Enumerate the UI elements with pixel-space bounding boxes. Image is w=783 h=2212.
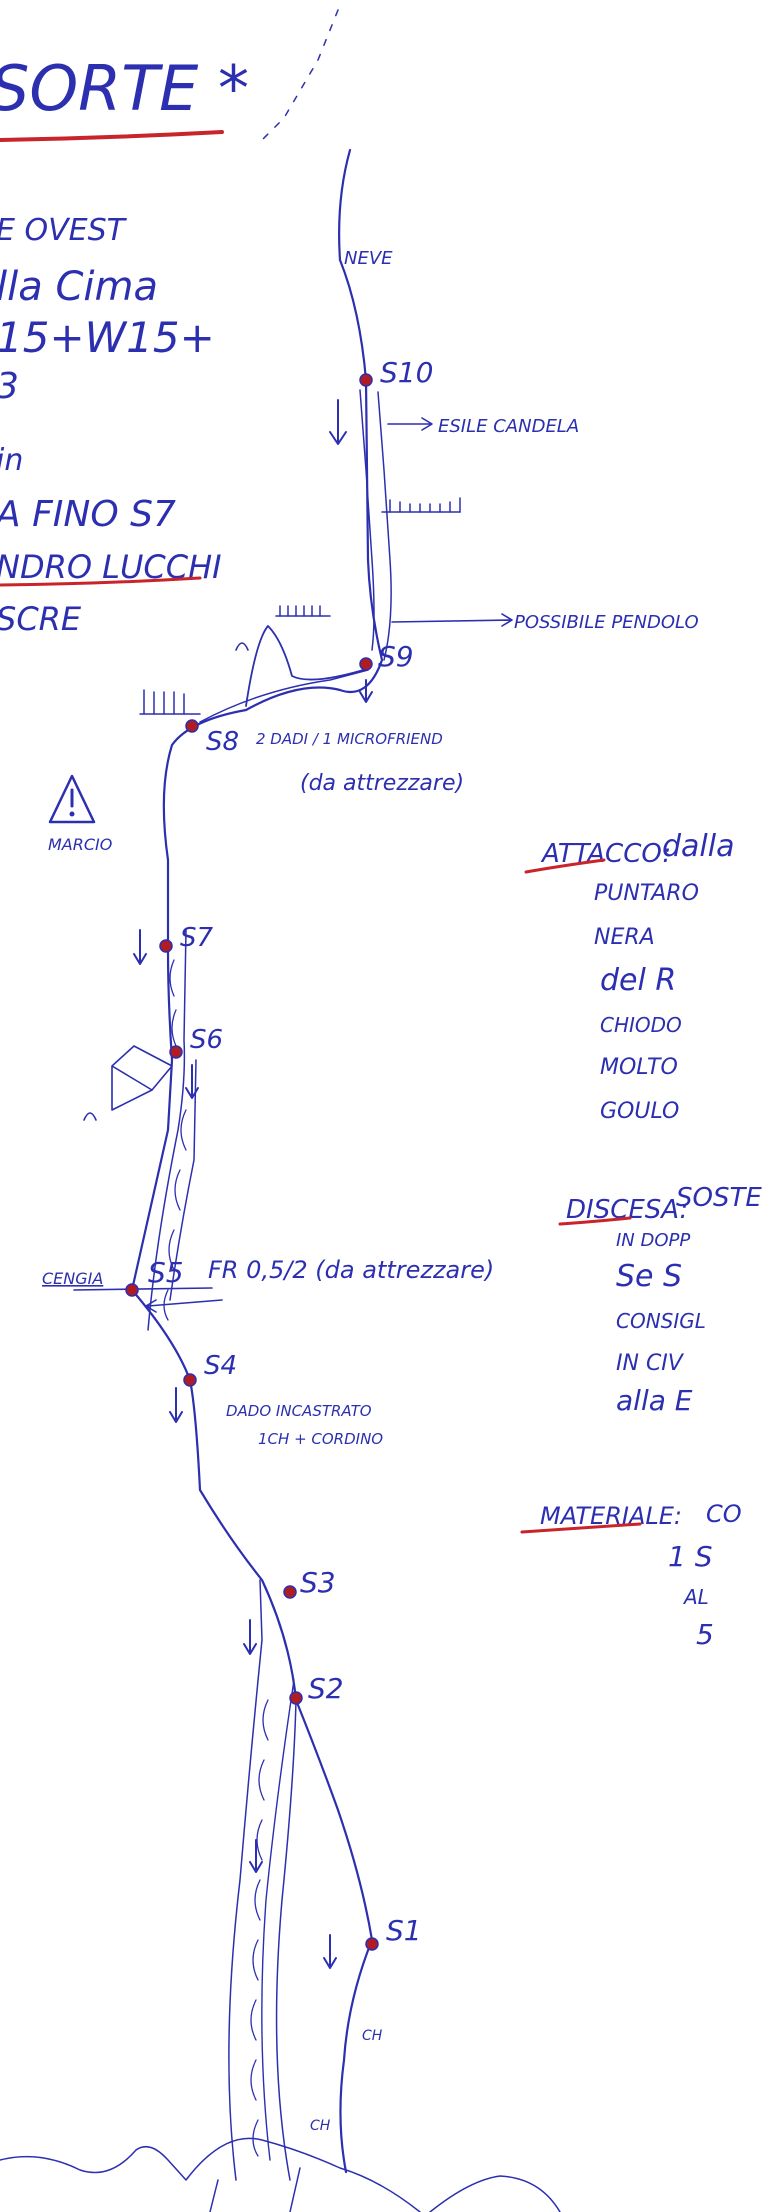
belay-s6-label: S6 — [190, 1025, 223, 1055]
piton-label-lower: CH — [310, 2118, 331, 2134]
attacco-line-7: GOULO — [600, 1099, 679, 1124]
belay-s3: S3 — [283, 1566, 336, 1599]
header-note-7: NDRO LUCCHI — [0, 548, 222, 586]
belay-s1: S1 — [365, 1914, 422, 1951]
belay-s5-note: FR 0,5/2 (da attrezzare) — [208, 1256, 494, 1284]
belay-s4-label: S4 — [204, 1351, 237, 1381]
header-note-3: 15+W15+ — [0, 313, 215, 362]
materiale-line-1: CO — [706, 1500, 742, 1528]
attacco-heading: ATTACCO: — [540, 839, 671, 869]
belay-s8: S8 2 DADI / 1 MICROFRIEND (da attrezzare… — [185, 719, 464, 796]
materiale-line-4: 5 — [696, 1618, 714, 1651]
belay-s10: S10 — [359, 356, 433, 389]
belay-s3-label: S3 — [300, 1566, 336, 1599]
header-underline — [0, 576, 202, 587]
belay-s10-label: S10 — [380, 356, 433, 389]
gully-line-right — [275, 1699, 297, 2181]
chimney-left — [359, 389, 375, 651]
discesa-line-5: IN CIV — [616, 1351, 685, 1376]
ledge-label: CENGIA — [42, 1269, 103, 1288]
attacco-line-1: dalla — [662, 829, 734, 864]
belay-s1-label: S1 — [386, 1914, 422, 1947]
discesa-line-3: Se S — [616, 1259, 682, 1294]
materiale-line-2: 1 S — [668, 1540, 713, 1573]
belay-s9: S9 — [359, 640, 414, 673]
rappel-arrow-icon — [133, 399, 373, 1969]
header-note-2: lla Cima — [0, 264, 158, 310]
discesa-line-6: alla E — [616, 1384, 693, 1417]
header-note-4: 3 — [0, 366, 19, 407]
header-note-5: in — [0, 443, 23, 478]
chimney-right — [377, 391, 392, 661]
discesa-line-4: CONSIGL — [616, 1309, 706, 1333]
belay-s8-label: S8 — [206, 727, 239, 757]
gully-line-mid — [261, 1679, 295, 2161]
pendulum-traverse — [245, 625, 371, 707]
title-underline — [0, 130, 224, 142]
belay-s8-note: 2 DADI / 1 MICROFRIEND — [256, 730, 443, 748]
belay-s7-label: S7 — [180, 923, 214, 953]
belay-s4-note: DADO INCASTRATO — [226, 1402, 372, 1420]
section-discesa: DISCESA: SOSTE IN DOPP Se S CONSIGL IN C… — [558, 1183, 762, 1417]
pendolo-label: POSSIBILE PENDOLO — [514, 612, 699, 633]
discesa-heading: DISCESA: — [566, 1195, 688, 1225]
overhang-arch — [235, 642, 249, 651]
discesa-line-1: SOSTE — [676, 1183, 762, 1213]
start-arch — [83, 1112, 97, 1121]
pendulum-traverse-2 — [199, 669, 369, 723]
ledge-line — [73, 1287, 213, 1291]
belay-s4-note2: 1CH + CORDINO — [258, 1430, 383, 1448]
overhang-upper — [381, 497, 461, 513]
section-materiale: MATERIALE: CO 1 S AL 5 — [520, 1500, 742, 1651]
attacco-line-4: del R — [600, 963, 676, 998]
attacco-line-5: CHIODO — [600, 1013, 682, 1037]
belay-s5: S5 FR 0,5/2 (da attrezzare) — [125, 1256, 494, 1297]
candela-arrow — [387, 417, 433, 431]
header-note-8: SCRE — [0, 600, 82, 638]
section-attacco: ATTACCO: dalla PUNTARO NERA del R CHIODO… — [524, 829, 734, 1124]
attacco-line-3: NERA — [594, 925, 655, 950]
piton-label-upper: CH — [362, 2028, 383, 2044]
gully-crack-marks — [250, 1699, 269, 2157]
dihedral-box — [111, 1045, 173, 1111]
candela-label: ESILE CANDELA — [438, 416, 579, 437]
discesa-line-2: IN DOPP — [616, 1230, 690, 1251]
upper-gully-left — [147, 929, 187, 1331]
rock-base — [0, 2137, 561, 2212]
header-note-1: E OVEST — [0, 213, 128, 248]
belay-s7: S7 — [159, 923, 214, 953]
title: SORTE * — [0, 52, 249, 125]
snow-label: NEVE — [344, 248, 393, 269]
belay-s4: S4 DADO INCASTRATO 1CH + CORDINO — [183, 1351, 383, 1448]
s5-arrow — [145, 1299, 223, 1313]
attacco-line-2: PUNTARO — [594, 881, 699, 906]
header-note-6: A FINO S7 — [0, 494, 176, 535]
upper-gully-right — [169, 1059, 197, 1301]
materiale-line-3: AL — [682, 1585, 709, 1609]
belay-s2-label: S2 — [308, 1672, 344, 1705]
attacco-line-6: MOLTO — [600, 1055, 678, 1080]
belay-s8-note2: (da attrezzare) — [300, 771, 464, 796]
warning-label: MARCIO — [48, 835, 112, 854]
belay-s5-label: S5 — [148, 1256, 184, 1289]
overhang-left — [139, 689, 201, 715]
belay-s2: S2 — [289, 1672, 344, 1705]
snow-gully-line — [261, 9, 339, 141]
warning-triangle-icon — [48, 774, 96, 824]
gully-line-left — [228, 1579, 263, 2181]
pendolo-arrow — [391, 613, 513, 627]
belay-s6: S6 — [169, 1025, 223, 1059]
overhang-mid — [275, 605, 331, 617]
belay-s9-label: S9 — [378, 640, 414, 673]
